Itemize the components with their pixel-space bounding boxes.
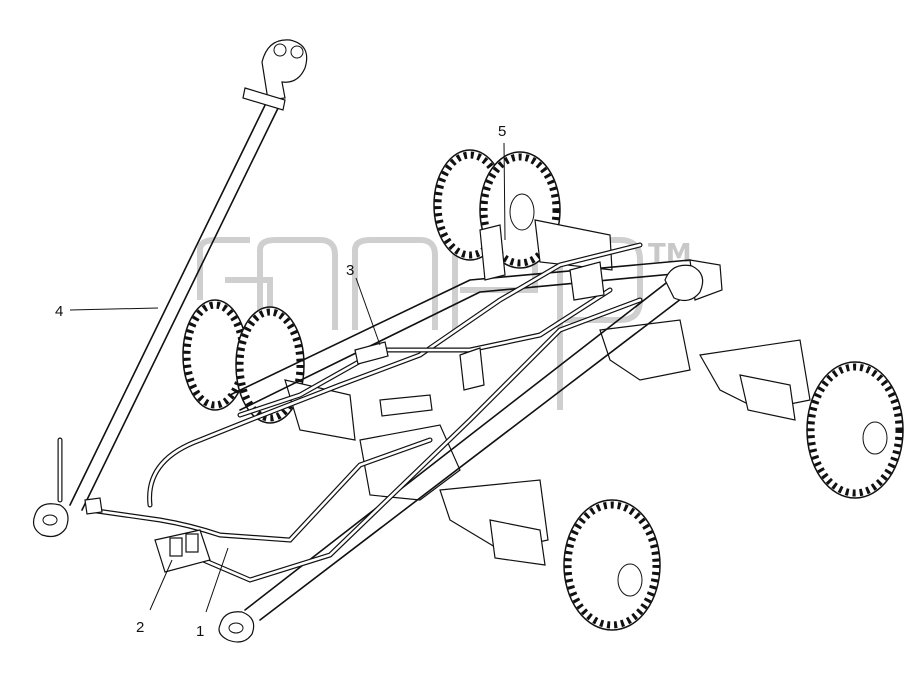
callout-2: 2: [136, 559, 173, 636]
hydraulic-hoses: [57, 242, 643, 583]
callout-5: 5: [498, 123, 506, 241]
front-axle: [439, 479, 661, 631]
callout-1: 1: [196, 547, 229, 640]
callout-4: 4: [55, 303, 159, 320]
callout-3: 3: [346, 262, 381, 346]
frame-beams: [218, 259, 704, 643]
hydraulic-cylinders: [354, 224, 605, 417]
callout-label: 5: [498, 123, 506, 140]
drawbar-rod: [32, 39, 308, 538]
callout-label: 2: [136, 619, 144, 636]
middle-axle: [182, 299, 904, 499]
watermark-trademark: TM: [648, 239, 692, 269]
callout-label: 3: [346, 262, 354, 279]
valve-block: [84, 497, 211, 573]
center-differential: [359, 319, 691, 501]
callout-label: 1: [196, 623, 204, 640]
callout-label: 4: [55, 303, 63, 320]
